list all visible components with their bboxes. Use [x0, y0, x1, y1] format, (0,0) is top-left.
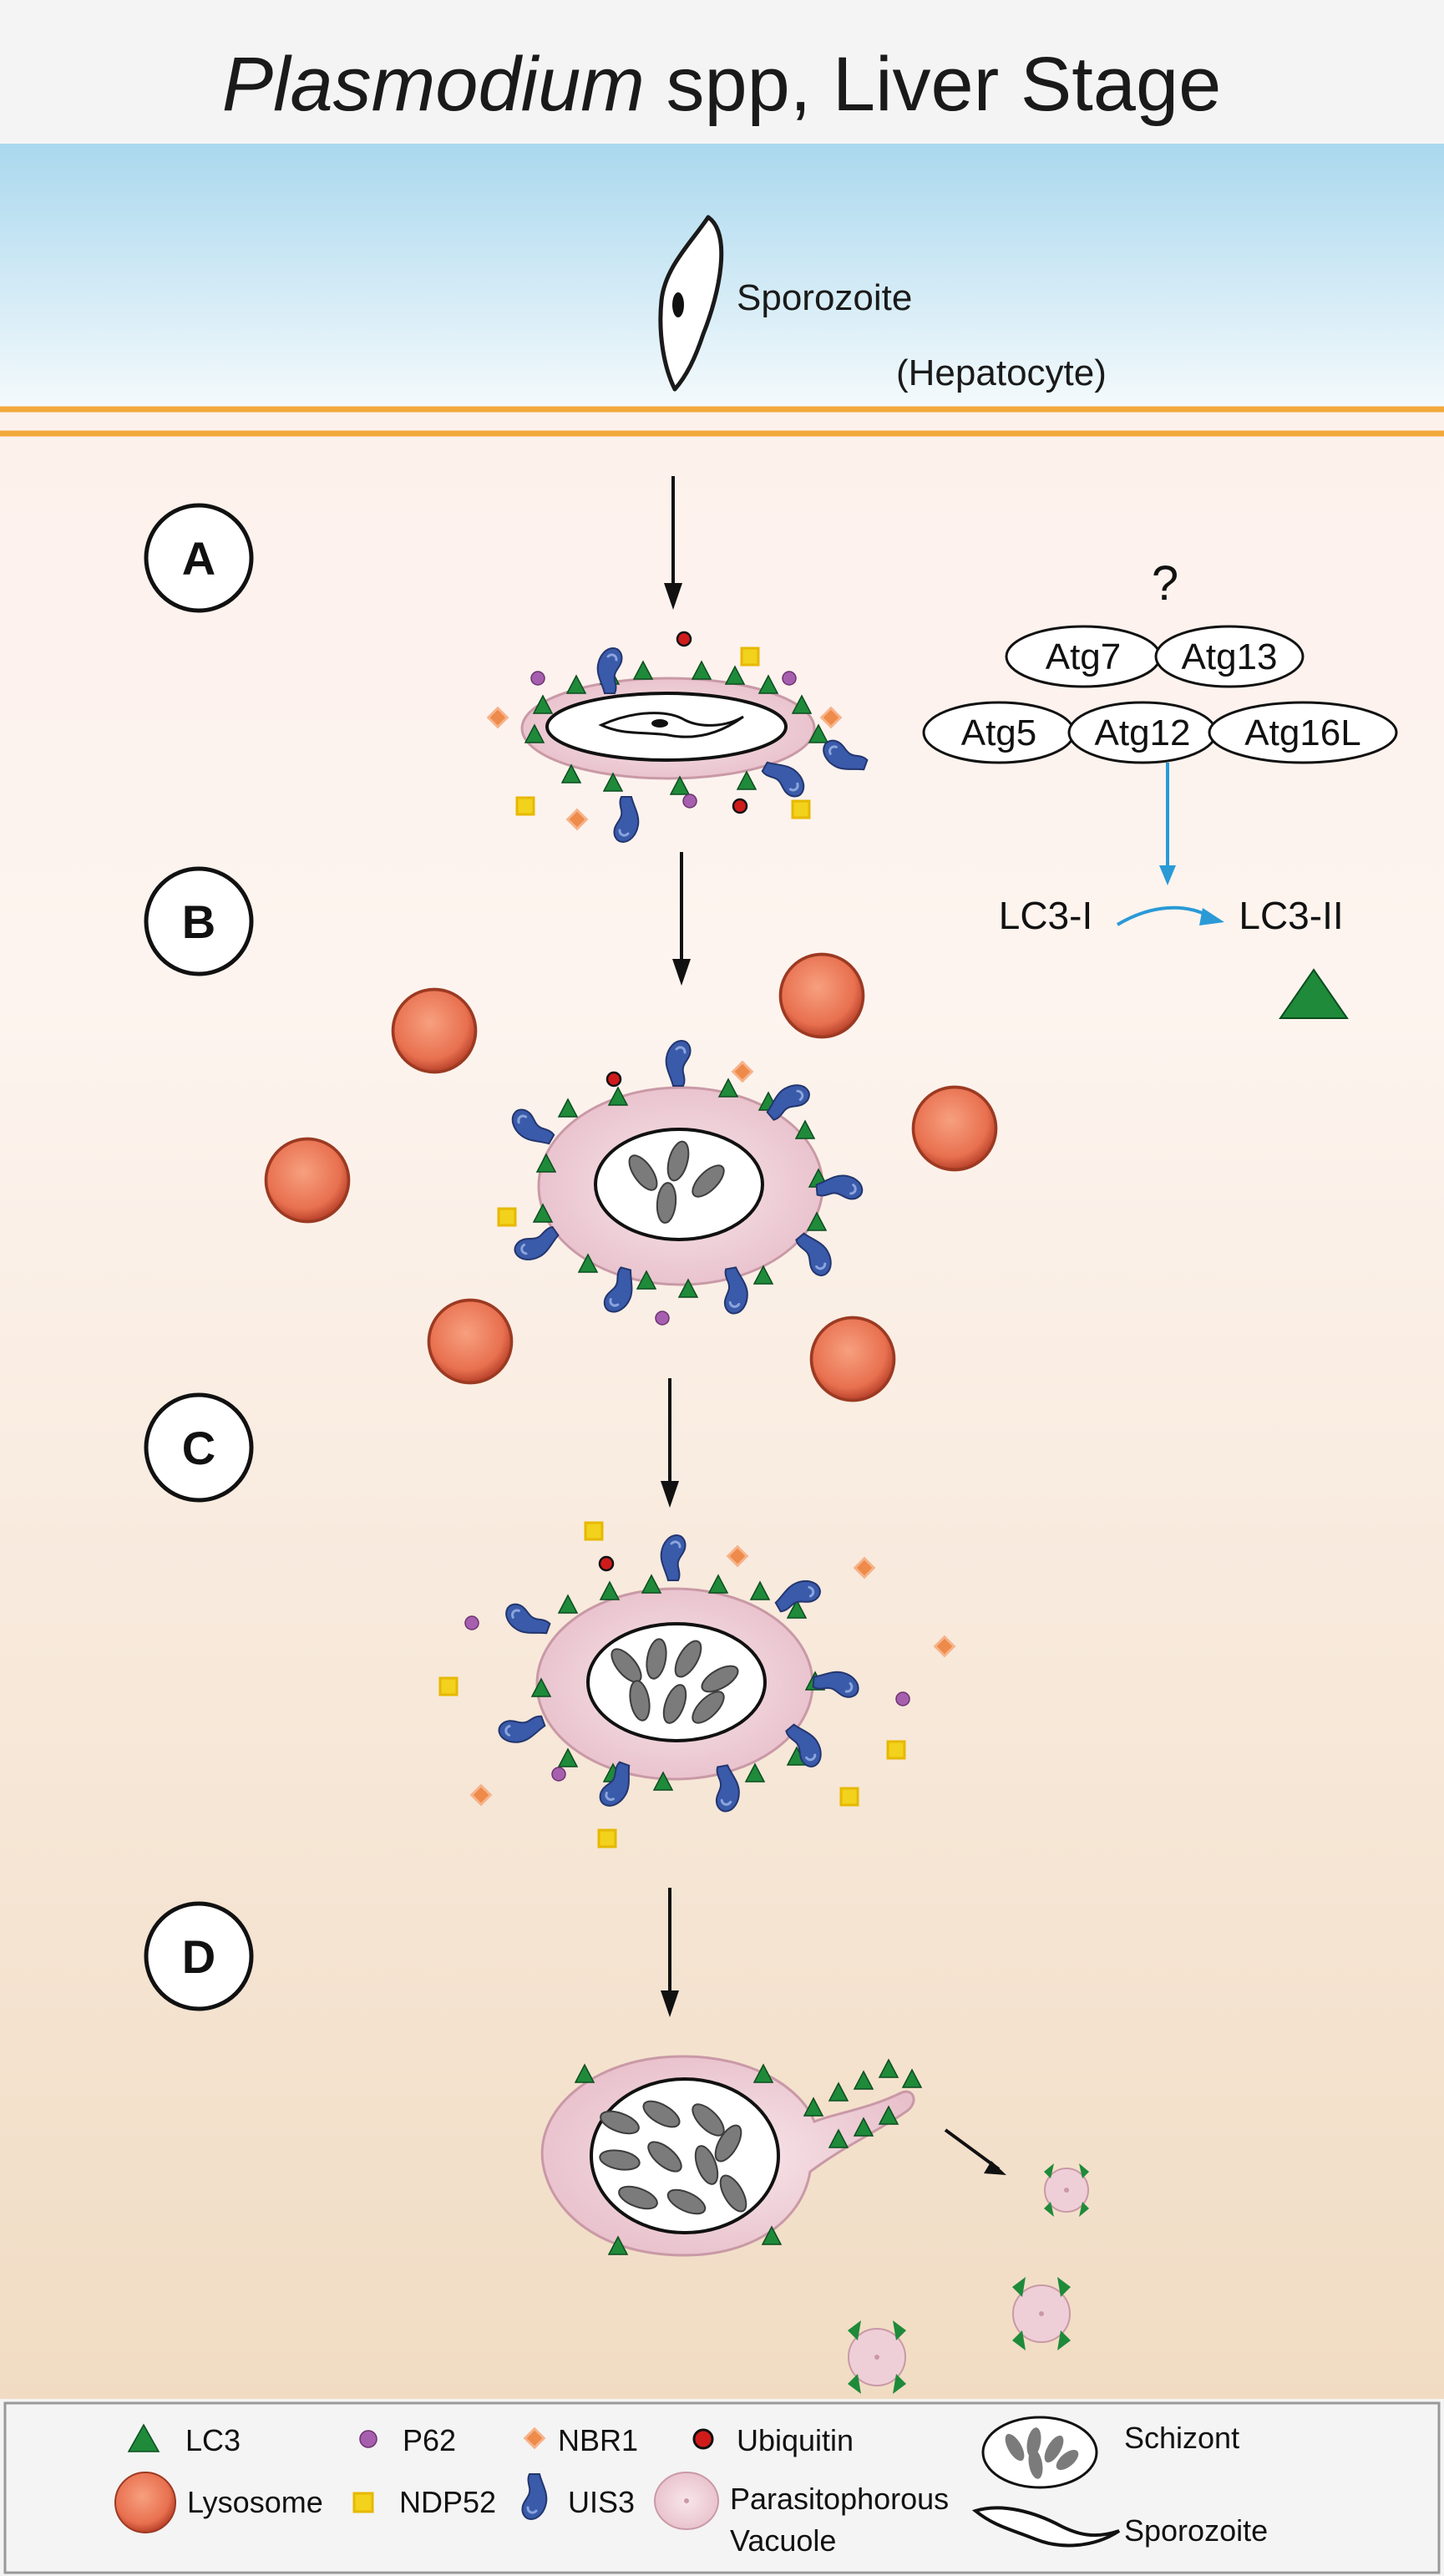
lc3-i-label: LC3-I [999, 894, 1092, 937]
hepatocyte-label: (Hepatocyte) [896, 352, 1107, 393]
atg5-label: Atg5 [961, 712, 1037, 753]
lysosome-icon [114, 2472, 176, 2533]
atg12-complex: Atg12 [1067, 701, 1218, 764]
merosome-1 [1044, 2163, 1089, 2217]
legend-uis3: UIS3 [520, 2472, 635, 2521]
stage-label-c: C [182, 1422, 215, 1474]
atg13-complex: Atg13 [1154, 625, 1305, 688]
legend-ndp52-label: NDP52 [399, 2485, 496, 2519]
stage-a-vacuole [520, 677, 816, 780]
lc3-ii-triangle-icon [1279, 968, 1349, 1019]
p62-dot-icon [359, 2430, 377, 2448]
ubiquitin-dot-icon [692, 2428, 714, 2450]
stage-a-sporozoite [598, 712, 744, 738]
stage-label-b: B [182, 895, 215, 948]
sporozoite-label: Sporozoite [737, 277, 912, 318]
lc3-ii-label: LC3-II [1239, 894, 1343, 937]
merosome-3 [848, 2320, 906, 2394]
atg7-complex: Atg7 [1005, 625, 1162, 688]
stage-label-a: A [182, 532, 215, 585]
atg16l-complex: Atg16L [1208, 701, 1398, 764]
stage-c-vacuole [535, 1587, 814, 1781]
legend-schizont-label: Schizont [1124, 2421, 1239, 2455]
title-band [0, 0, 1444, 144]
stage-arrows [661, 476, 1006, 2175]
legend-uis3-label: UIS3 [568, 2485, 635, 2519]
legend-nbr1: NBR1 [523, 2423, 638, 2457]
sporozoite-legend-icon [971, 2506, 1121, 2548]
legend-ubiquitin: Ubiquitin [692, 2423, 854, 2457]
legend-schizont: Schizont [981, 2416, 1239, 2489]
stage-b-vacuole [537, 1086, 824, 1286]
lc3-triangle-icon [127, 2423, 160, 2452]
stage-marker-b: B [144, 866, 254, 976]
merosome-2 [1012, 2277, 1071, 2350]
legend-sporozoite: Sporozoite [971, 2506, 1268, 2548]
legend-lc3: LC3 [127, 2423, 241, 2457]
stage-label-d: D [182, 1930, 215, 1983]
legend-lc3-label: LC3 [185, 2423, 241, 2457]
legend-p62: P62 [359, 2423, 456, 2457]
atg5-complex: Atg5 [922, 701, 1076, 764]
legend-ndp52: NDP52 [352, 2485, 496, 2519]
stage-d-vacuole [540, 2055, 915, 2257]
legend-vacuole-label-line2: Vacuole [730, 2523, 836, 2558]
conjugation-arrow [1159, 763, 1176, 885]
stage-marker-c: C [144, 1392, 254, 1503]
legend-ubiquitin-label: Ubiquitin [737, 2423, 854, 2457]
legend-parasitophorous-vacuole: Parasitophorous Vacuole [654, 2472, 949, 2558]
nbr1-diamond-icon [523, 2426, 546, 2450]
sporozoite-icon [658, 215, 724, 392]
legend-nbr1-label: NBR1 [558, 2423, 638, 2457]
stage-marker-a: A [144, 503, 254, 613]
extracellular-space [0, 144, 1444, 407]
legend-vacuole-label-line1: Parasitophorous [730, 2482, 949, 2516]
legend-sporozoite-label: Sporozoite [1124, 2513, 1268, 2548]
atg13-label: Atg13 [1182, 636, 1278, 677]
atg16l-label: Atg16L [1244, 712, 1360, 753]
pathway-unknown-mark: ? [1152, 556, 1178, 611]
stage-marker-d: D [144, 1901, 254, 2011]
merosome-vesicles [848, 2163, 1089, 2394]
page-title: Plasmodium spp, Liver Stage [222, 42, 1222, 127]
ndp52-square-icon [352, 2492, 374, 2513]
legend-lysosome-label: Lysosome [187, 2485, 323, 2519]
lipidation-arrow [1116, 905, 1224, 926]
legend-p62-label: P62 [403, 2423, 456, 2457]
legend-lysosome: Lysosome [114, 2472, 323, 2533]
atg7-label: Atg7 [1046, 636, 1122, 677]
legend-box [3, 2401, 1441, 2574]
atg12-label: Atg12 [1095, 712, 1191, 753]
